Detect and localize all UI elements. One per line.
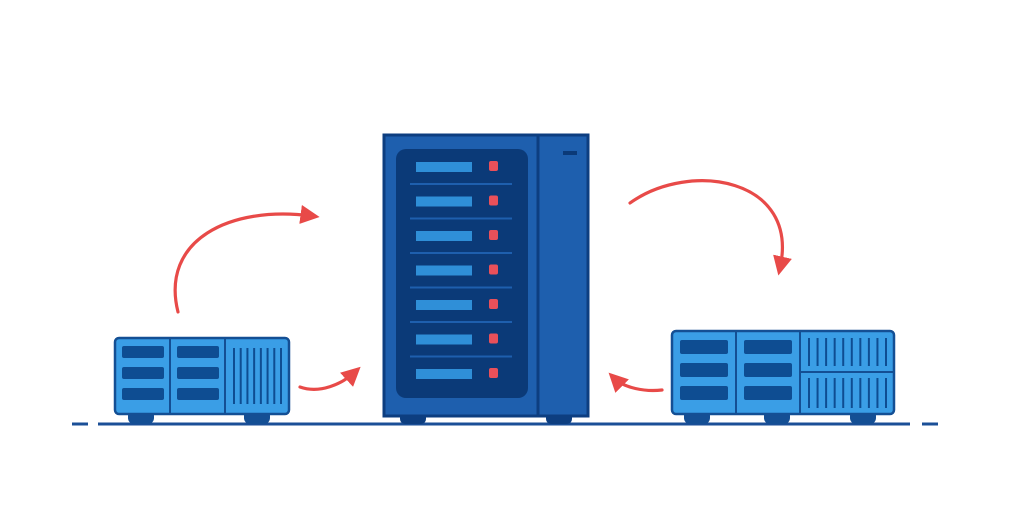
tower-drive-2	[416, 196, 472, 207]
left-unit-drive-slot-1-1	[122, 346, 164, 358]
tower-led-5	[489, 299, 498, 309]
tower-server	[382, 133, 590, 424]
tower-drive-bays	[410, 161, 512, 379]
tower-drive-7	[416, 369, 472, 379]
tower-led-6	[489, 333, 498, 344]
right-unit-drive-slot-1-3	[680, 386, 728, 400]
arrow-left-unit-to-tower-base	[298, 366, 361, 391]
left-unit-vents	[233, 348, 282, 404]
left-unit-drive-slot-2-3	[177, 388, 219, 400]
right-unit-drive-slot-2-1	[744, 340, 792, 354]
right-unit-vents	[808, 338, 887, 408]
right-storage-unit	[670, 329, 896, 424]
arrow-tower-to-right-unit	[628, 179, 792, 276]
tower-power-button	[563, 151, 577, 155]
left-unit-drive-slot-2-2	[177, 367, 219, 379]
left-unit-drive-slot-2-1	[177, 346, 219, 358]
right-unit-drive-slot-1-2	[680, 363, 728, 377]
tower-drive-6	[416, 334, 472, 345]
right-unit-drive-slot-2-3	[744, 386, 792, 400]
arrow-right-unit-to-tower-base	[608, 372, 664, 393]
tower-drive-4	[416, 265, 472, 276]
left-storage-unit	[113, 336, 291, 424]
left-unit-drive-slots	[122, 346, 219, 400]
right-unit-drive-slot-1-1	[680, 340, 728, 354]
tower-led-2	[489, 195, 498, 206]
tower-drive-5	[416, 300, 472, 310]
arrow-left-unit-to-tower	[173, 204, 320, 314]
tower-led-4	[489, 264, 498, 275]
right-unit-drive-slots	[680, 340, 792, 400]
tower-drive-3	[416, 231, 472, 241]
right-unit-drive-slot-2-2	[744, 363, 792, 377]
left-unit-drive-slot-1-2	[122, 367, 164, 379]
left-unit-drive-slot-1-3	[122, 388, 164, 400]
tower-drive-1	[416, 162, 472, 172]
tower-led-1	[489, 161, 498, 171]
sync-arrows	[173, 179, 792, 393]
tower-led-7	[489, 368, 498, 378]
tower-led-3	[489, 230, 498, 240]
